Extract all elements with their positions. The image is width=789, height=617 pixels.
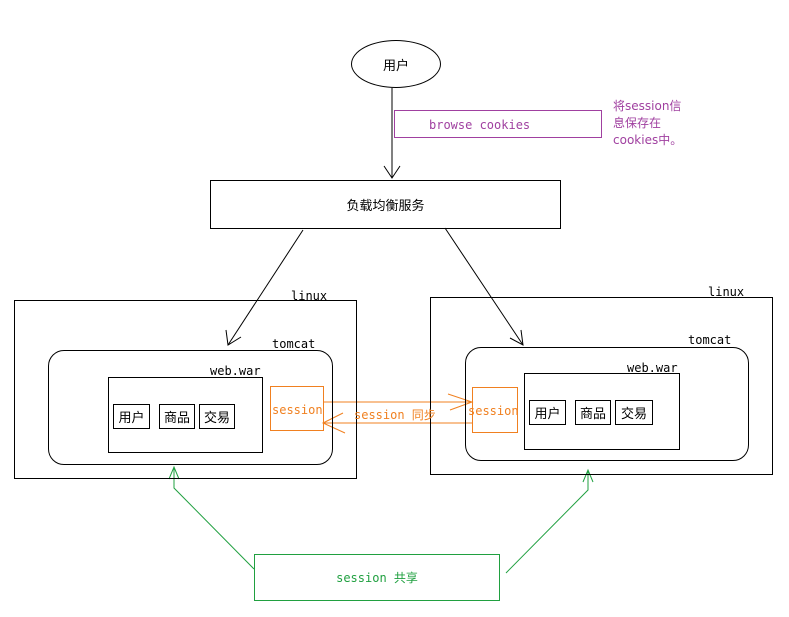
share-line-right: [505, 470, 589, 574]
left-module-trade: 交易: [199, 404, 235, 429]
share-arrow-left: [168, 465, 180, 480]
lb-to-right-arrowhead: [509, 329, 524, 346]
browse-cookies-box: browse cookies: [394, 110, 602, 138]
right-linux-label: linux: [708, 285, 745, 299]
left-module-trade-label: 交易: [203, 411, 230, 426]
right-module-user: 用户: [529, 400, 566, 425]
cookie-note: 将session信 息保存在 cookies中。: [613, 98, 682, 149]
right-war-box: [524, 373, 680, 450]
left-tomcat-label: tomcat: [272, 337, 316, 351]
left-module-goods: 商品: [159, 404, 195, 429]
cookie-note-line-1: 将session信: [613, 99, 682, 113]
right-session-box: session: [468, 387, 519, 433]
left-session-box: session: [270, 386, 324, 431]
session-share-label: session 共享: [336, 571, 418, 585]
lb-to-left-line: [227, 229, 304, 346]
right-war-label: web.war: [627, 361, 678, 375]
user-node: 用户: [351, 40, 441, 88]
share-line-left: [173, 467, 255, 570]
right-module-trade-label: 交易: [620, 407, 647, 422]
left-tomcat-box: [48, 350, 333, 465]
lb-to-right-line: [444, 227, 524, 346]
left-module-user: 用户: [113, 404, 150, 429]
left-war-label: web.war: [210, 364, 261, 378]
cookie-note-line-2: 息保存在: [613, 116, 662, 130]
load-balancer-label: 负载均衡服务: [346, 199, 425, 214]
user-node-label: 用户: [382, 58, 409, 74]
right-tomcat-box: [465, 347, 749, 461]
lb-to-left-arrowhead: [225, 329, 242, 346]
left-session-label: session: [272, 403, 323, 417]
left-module-goods-label: 商品: [163, 411, 190, 426]
left-war-box: [108, 377, 263, 453]
session-share-box: session 共享: [254, 554, 500, 601]
left-module-user-label: 用户: [118, 411, 145, 426]
left-linux-label: linux: [291, 289, 328, 303]
right-module-goods: 商品: [575, 400, 611, 425]
user-to-lb-arrowhead: [383, 165, 401, 179]
right-session-label: session: [468, 404, 519, 418]
session-sync-label: session 同步: [354, 408, 436, 422]
browse-cookies-label: browse cookies: [429, 118, 531, 132]
left-linux-box: [14, 300, 357, 479]
right-module-trade: 交易: [615, 400, 653, 425]
right-module-user-label: 用户: [534, 407, 561, 422]
load-balancer-box: 负载均衡服务: [210, 180, 561, 229]
right-tomcat-label: tomcat: [688, 333, 732, 347]
cookie-note-line-3: cookies中。: [613, 133, 683, 147]
share-arrow-right: [582, 468, 594, 483]
right-linux-box: [430, 297, 773, 475]
right-module-goods-label: 商品: [579, 407, 606, 422]
